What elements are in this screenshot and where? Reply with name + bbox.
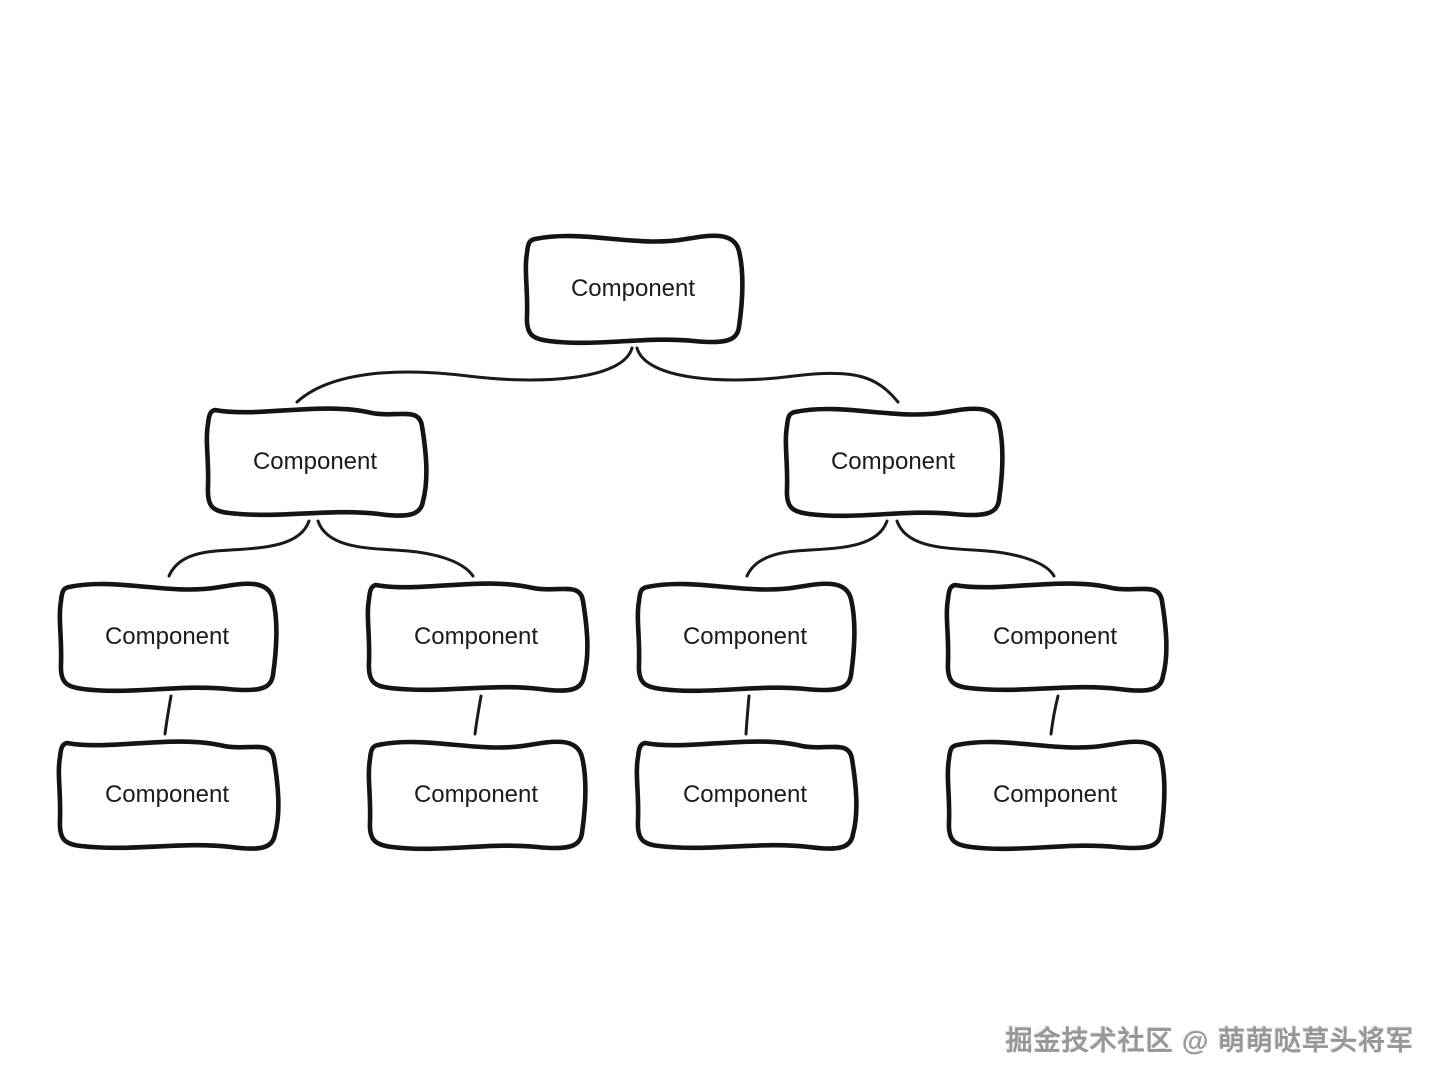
tree-node-grandchild-4: Component bbox=[947, 584, 1167, 691]
node-label: Component bbox=[414, 623, 538, 650]
node-label: Component bbox=[105, 623, 229, 650]
tree-node-root: Component bbox=[526, 236, 743, 343]
connector-root-to-child-left bbox=[295, 346, 634, 404]
tree-node-leaf-2: Component bbox=[369, 742, 586, 849]
tree-node-leaf-4: Component bbox=[948, 742, 1165, 849]
tree-node-grandchild-3: Component bbox=[638, 584, 855, 691]
node-label: Component bbox=[253, 448, 377, 475]
connector-root-to-child-right bbox=[635, 346, 900, 404]
connector-grandchild4-to-leaf4 bbox=[1049, 694, 1060, 736]
node-label: Component bbox=[571, 275, 695, 302]
connector-childleft-to-grandchild-2 bbox=[316, 519, 475, 578]
node-label: Component bbox=[993, 623, 1117, 650]
tree-node-grandchild-2: Component bbox=[368, 584, 588, 691]
connector-grandchild3-to-leaf3 bbox=[744, 694, 751, 736]
connectors bbox=[163, 346, 1060, 736]
tree-node-child-right: Component bbox=[786, 409, 1003, 516]
tree-node-leaf-1: Component bbox=[59, 742, 279, 849]
node-label: Component bbox=[683, 781, 807, 808]
node-label: Component bbox=[831, 448, 955, 475]
tree-node-leaf-3: Component bbox=[637, 742, 857, 849]
node-label: Component bbox=[993, 781, 1117, 808]
tree-node-grandchild-1: Component bbox=[60, 584, 277, 691]
connector-grandchild2-to-leaf2 bbox=[473, 694, 483, 736]
connector-childright-to-grandchild-4 bbox=[895, 519, 1056, 578]
watermark-text: 掘金技术社区 @ 萌萌哒草头将军 bbox=[1005, 1026, 1414, 1056]
connector-childright-to-grandchild-3 bbox=[745, 519, 889, 578]
connector-grandchild1-to-leaf1 bbox=[163, 694, 173, 736]
node-label: Component bbox=[414, 781, 538, 808]
connector-childleft-to-grandchild-1 bbox=[167, 519, 311, 578]
node-label: Component bbox=[683, 623, 807, 650]
tree-node-child-left: Component bbox=[207, 409, 427, 516]
node-label: Component bbox=[105, 781, 229, 808]
